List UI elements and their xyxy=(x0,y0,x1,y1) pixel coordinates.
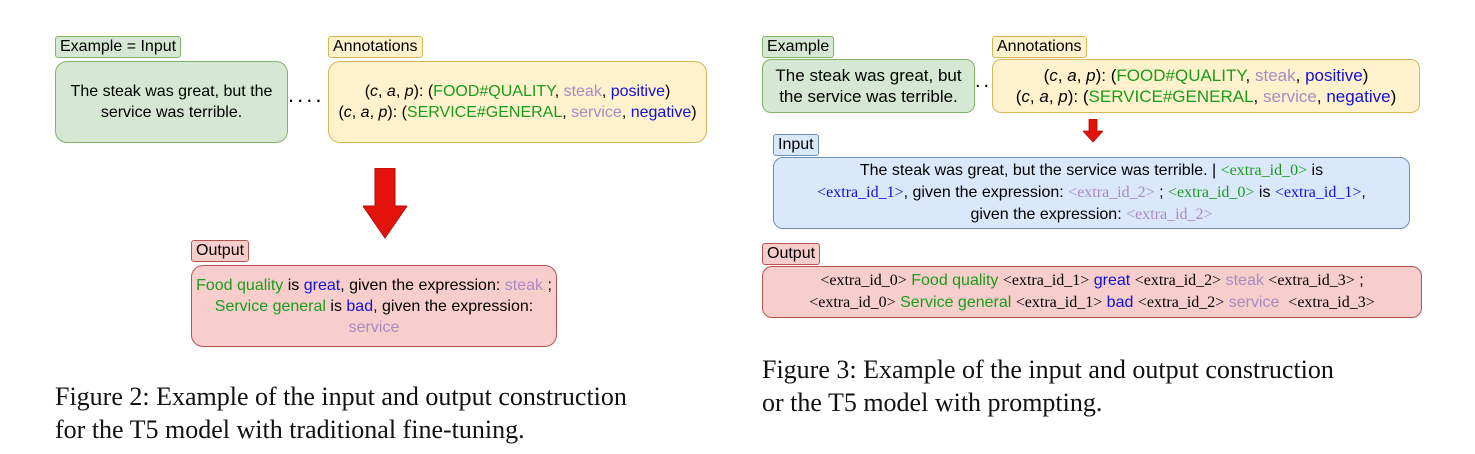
figure-3-caption: Figure 3: Example of the input and outpu… xyxy=(762,355,1334,417)
annotation-line: (c, a, p): (SERVICE#GENERAL, service, ne… xyxy=(338,104,697,121)
example-text-line: The steak was great, but xyxy=(775,66,962,85)
output-tag: Output xyxy=(191,240,250,262)
input-line: given the expression: <extra_id_2> xyxy=(970,206,1213,223)
output-line: service xyxy=(348,318,400,336)
annotations-tag: Annotations xyxy=(328,36,423,58)
annotations-box: (c, a, p): (FOOD#QUALITY, steak, positiv… xyxy=(992,59,1420,113)
output-box: Food quality is great, given the express… xyxy=(191,265,557,347)
input-box: The steak was great, but the service was… xyxy=(773,157,1410,229)
input-tag: Input xyxy=(773,134,819,156)
annotations-tag: Annotations xyxy=(992,36,1087,58)
input-line: <extra_id_1>, given the expression: <ext… xyxy=(817,184,1366,201)
output-line: <extra_id_0> Food quality <extra_id_1> g… xyxy=(820,272,1364,289)
output-line: <extra_id_0> Service general <extra_id_1… xyxy=(809,294,1375,311)
example-tag: Example xyxy=(762,36,835,58)
annotation-line: (c, a, p): (SERVICE#GENERAL, service, ne… xyxy=(1015,87,1397,106)
annotation-line: (c, a, p): (FOOD#QUALITY, steak, positiv… xyxy=(1043,66,1369,85)
example-input-tag: Example = Input xyxy=(55,36,182,58)
example-box: The steak was great, but the service was… xyxy=(762,59,975,113)
annotations-box: (c, a, p): (FOOD#QUALITY, steak, positiv… xyxy=(328,61,707,143)
output-line: Service general is bad, given the expres… xyxy=(214,297,534,315)
ellipsis: .... xyxy=(288,82,325,107)
example-text-line: the service was terrible. xyxy=(779,87,958,106)
example-text-line: service was terrible. xyxy=(100,104,243,121)
down-arrow-icon xyxy=(363,168,407,239)
input-line: The steak was great, but the service was… xyxy=(859,162,1324,179)
figure-2-caption: Figure 2: Example of the input and outpu… xyxy=(55,382,627,444)
output-line: Food quality is great, given the express… xyxy=(196,276,552,294)
down-arrow-icon xyxy=(1083,119,1103,143)
example-box: The steak was great, but the service was… xyxy=(55,61,288,143)
output-tag: Output xyxy=(762,243,821,265)
example-text-line: The steak was great, but the xyxy=(70,83,273,100)
annotation-line: (c, a, p): (FOOD#QUALITY, steak, positiv… xyxy=(364,83,671,100)
output-box: <extra_id_0> Food quality <extra_id_1> g… xyxy=(762,266,1422,318)
